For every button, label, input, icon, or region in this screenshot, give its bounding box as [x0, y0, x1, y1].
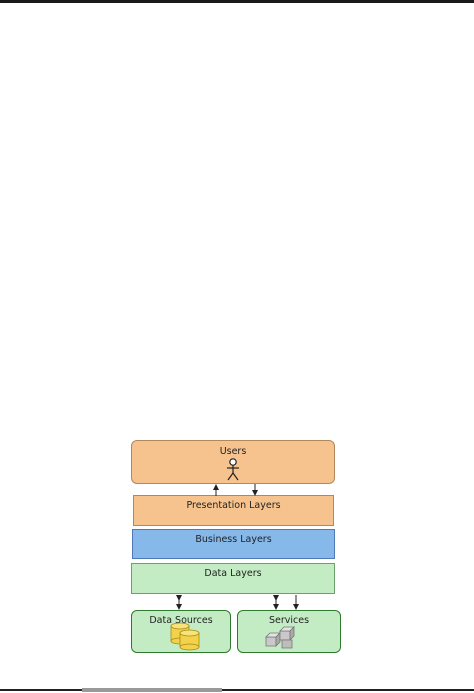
data-layer-label: Data Layers: [204, 568, 262, 579]
presentation-layer-box: Presentation Layers: [133, 495, 334, 526]
services-label: Services: [268, 615, 310, 626]
bottom-border: [0, 689, 474, 691]
presentation-layer-label: Presentation Layers: [186, 500, 281, 511]
top-border: [0, 0, 474, 3]
business-layer-box: Business Layers: [132, 529, 335, 559]
data-sources-label: Data Sources: [149, 615, 213, 626]
services-cubes-icon: [265, 626, 295, 649]
business-layer-label: Business Layers: [195, 534, 272, 545]
user-icon: [227, 458, 239, 481]
data-layer-box: Data Layers: [131, 563, 335, 594]
database-icon: [170, 622, 200, 651]
users-label: Users: [219, 446, 247, 457]
bottom-border-accent: [82, 688, 222, 692]
